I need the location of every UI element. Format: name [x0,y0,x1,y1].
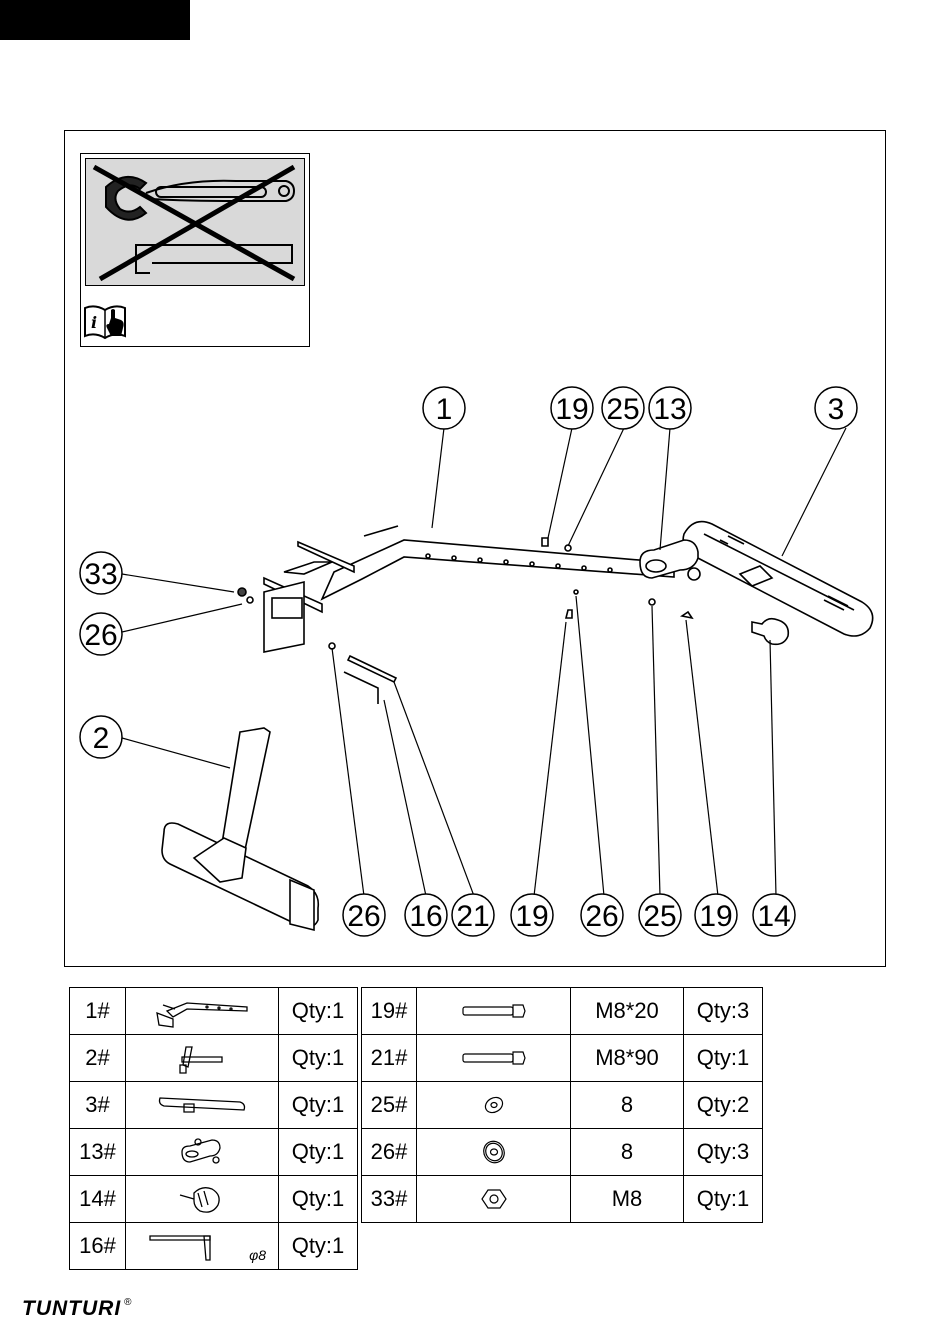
svg-text:25: 25 [643,900,676,933]
callout-bottom-25: 25 [639,894,681,936]
bolt-short-thumb [417,988,571,1035]
callout-left-2: 2 [80,716,122,758]
part-qty: Qty:2 [684,1082,763,1129]
callout-top-25: 25 [602,387,644,429]
nut-thumb [417,1176,571,1223]
spring-washer-thumb [417,1082,571,1129]
callout-top-19: 19 [551,387,593,429]
callout-bottom-26b: 26 [581,894,623,936]
callout-top-1: 1 [423,387,465,429]
part-qty: Qty:3 [684,1129,763,1176]
table-row: 1# Qty:1 [70,988,358,1035]
flat-washer-thumb [417,1129,571,1176]
svg-text:19: 19 [699,900,732,933]
allen-key-thumb: φ8 [126,1223,279,1270]
table-row: 3# Qty:1 [70,1082,358,1129]
callout-left-33: 33 [80,552,122,594]
part-id: 16# [70,1223,126,1270]
part-qty: Qty:1 [684,1035,763,1082]
brand-logo: TUNTURI ® [22,1296,132,1326]
registered-mark: ® [124,1296,131,1310]
part-id: 3# [70,1082,126,1129]
front-stand-part [162,728,318,930]
table-row: 25# 8 Qty:2 [362,1082,763,1129]
callout-bottom-26a: 26 [343,894,385,936]
callout-bottom-19b: 19 [695,894,737,936]
svg-text:21: 21 [456,900,489,933]
part-id: 14# [70,1176,126,1223]
tools-panel-background [85,158,305,286]
part-id: 21# [362,1035,417,1082]
front-stand-thumb [126,1035,279,1082]
svg-text:26: 26 [84,619,117,652]
svg-text:26: 26 [585,900,618,933]
brand-name: TUNTURI [22,1296,121,1322]
part-qty: Qty:3 [684,988,763,1035]
diameter-note: φ8 [249,1247,266,1263]
table-row: 26# 8 Qty:3 [362,1129,763,1176]
bolt-long-thumb [417,1035,571,1082]
exploded-assembly-diagram: 1 19 25 13 3 33 26 2 26 16 21 19 [64,360,886,966]
part-id: 19# [362,988,417,1035]
svg-text:19: 19 [515,900,548,933]
main-frame-thumb [126,988,279,1035]
table-row: 16# φ8 Qty:1 [70,1223,358,1270]
table-row: 19# M8*20 Qty:3 [362,988,763,1035]
part-qty: Qty:1 [279,1082,358,1129]
part-spec: M8 [571,1176,684,1223]
callout-top-3: 3 [815,387,857,429]
callout-bottom-16: 16 [405,894,447,936]
table-row: 14# Qty:1 [70,1176,358,1223]
svg-text:26: 26 [347,900,380,933]
bracket-thumb [126,1129,279,1176]
table-row: 33# M8 Qty:1 [362,1176,763,1223]
part-qty: Qty:1 [279,988,358,1035]
tools-panel: i [80,153,310,347]
part-spec: 8 [571,1129,684,1176]
part-qty: Qty:1 [279,1035,358,1082]
rear-stabilizer-thumb [126,1082,279,1129]
part-qty: Qty:1 [684,1176,763,1223]
part-qty: Qty:1 [279,1129,358,1176]
part-id: 1# [70,988,126,1035]
svg-text:16: 16 [409,900,442,933]
table-row: 21# M8*90 Qty:1 [362,1035,763,1082]
svg-text:14: 14 [757,900,790,933]
callout-bottom-19a: 19 [511,894,553,936]
svg-text:i: i [91,313,97,332]
part-id: 25# [362,1082,417,1129]
table-row: 13# Qty:1 [70,1129,358,1176]
svg-text:19: 19 [555,393,588,426]
svg-text:33: 33 [84,558,117,591]
parts-table-left: 1# Qty:1 2# Qty:1 3# Qty:1 13# Qty:1 14# [69,987,358,1270]
svg-text:13: 13 [653,393,686,426]
part-spec: 8 [571,1082,684,1129]
manual-info-icon: i [83,304,129,340]
part-qty: Qty:1 [279,1176,358,1223]
knob-thumb [126,1176,279,1223]
svg-text:3: 3 [828,393,845,426]
part-id: 13# [70,1129,126,1176]
svg-text:2: 2 [93,722,110,755]
table-row: 2# Qty:1 [70,1035,358,1082]
part-qty: Qty:1 [279,1223,358,1270]
header-black-tab [0,0,190,40]
callout-top-13: 13 [649,387,691,429]
callout-bottom-21: 21 [452,894,494,936]
callout-bottom-14: 14 [753,894,795,936]
part-id: 33# [362,1176,417,1223]
crossed-tools-icon [86,159,304,285]
parts-table-right: 19# M8*20 Qty:3 21# M8*90 Qty:1 25# 8 Qt… [361,987,763,1223]
part-spec: M8*90 [571,1035,684,1082]
part-spec: M8*20 [571,988,684,1035]
svg-text:25: 25 [606,393,639,426]
part-id: 2# [70,1035,126,1082]
rear-stabilizer-part [683,522,873,636]
callout-left-26: 26 [80,613,122,655]
part-id: 26# [362,1129,417,1176]
svg-text:1: 1 [436,393,453,426]
main-frame-part [264,526,674,652]
